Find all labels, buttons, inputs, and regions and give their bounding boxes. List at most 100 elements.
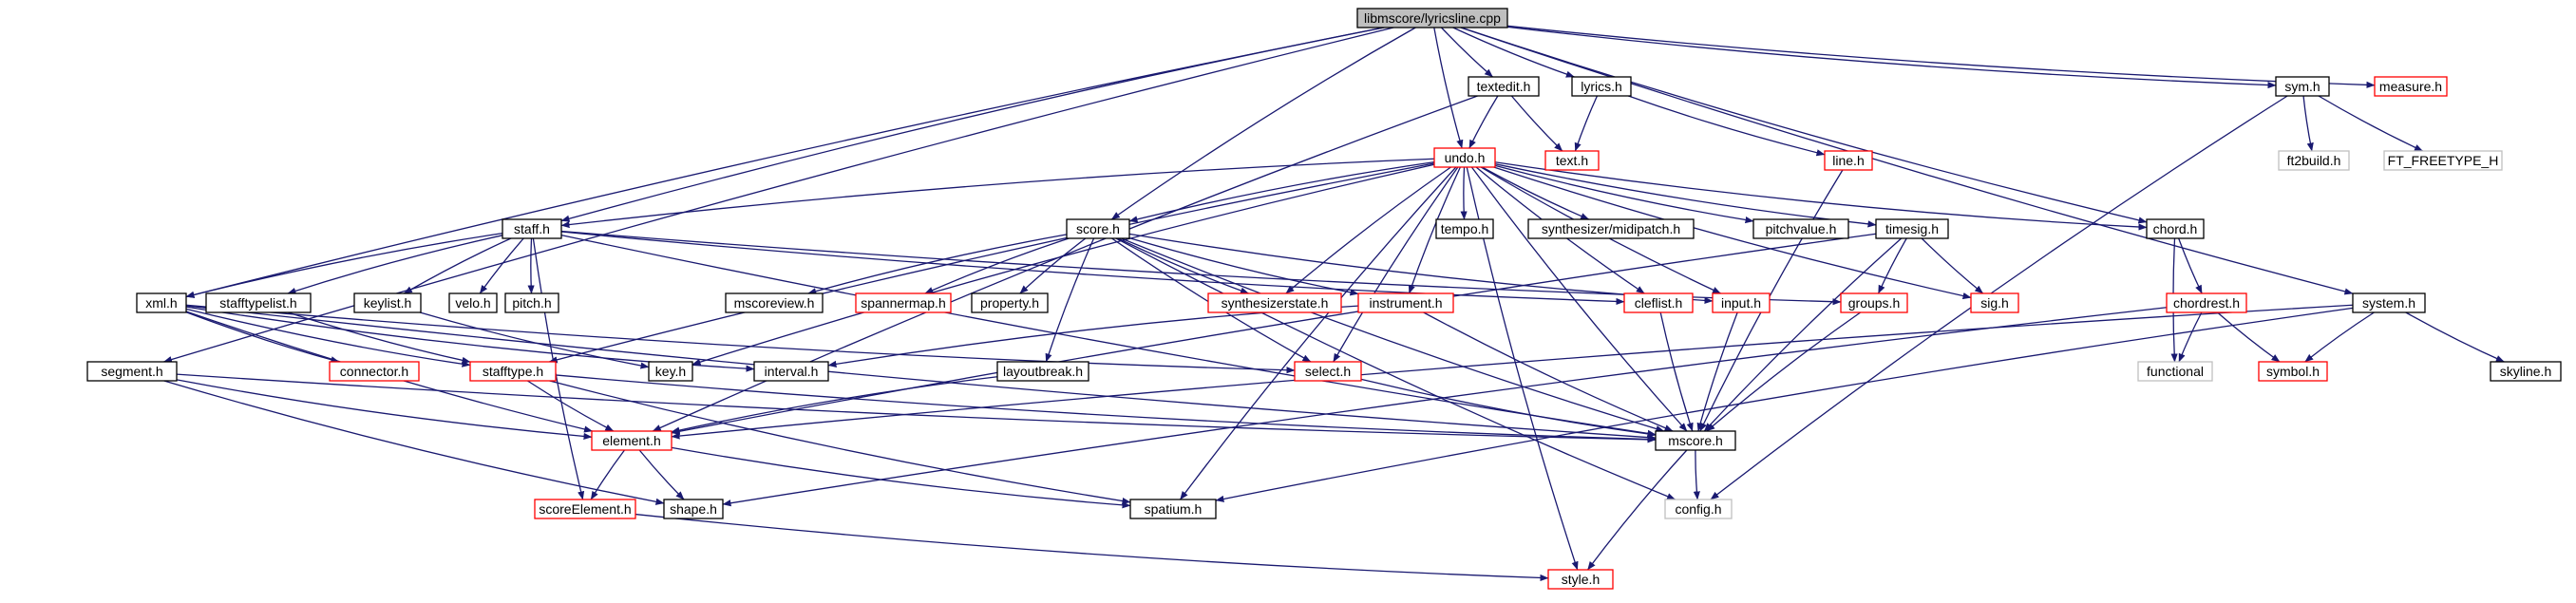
node-stafftype[interactable]: stafftype.h xyxy=(469,361,557,382)
node-label-segment: segment.h xyxy=(101,364,162,379)
node-box-lyrics xyxy=(1571,76,1632,97)
node-chordrest[interactable]: chordrest.h xyxy=(2166,292,2247,313)
node-box-element xyxy=(591,430,672,451)
node-spannermap[interactable]: spannermap.h xyxy=(855,292,952,313)
edge-undo-to-midipatch xyxy=(1481,166,1590,220)
node-symbol[interactable]: symbol.h xyxy=(2258,361,2328,382)
node-select[interactable]: select.h xyxy=(1294,361,1362,382)
edge-instrument-to-mscore xyxy=(1423,311,1674,432)
node-tempo[interactable]: tempo.h xyxy=(1435,218,1494,239)
edge-lyricsline-to-system xyxy=(1460,27,2354,295)
edge-staff-to-pitch xyxy=(527,237,535,294)
node-segment[interactable]: segment.h xyxy=(86,361,178,382)
node-input[interactable]: input.h xyxy=(1712,292,1771,313)
node-element[interactable]: element.h xyxy=(591,430,672,451)
node-label-scoreelement: scoreElement.h xyxy=(539,501,631,517)
node-box-connector xyxy=(329,361,420,382)
node-system[interactable]: system.h xyxy=(2352,292,2426,313)
node-label-config: config.h xyxy=(1675,501,1721,517)
node-box-mscoreview xyxy=(725,292,824,313)
edge-staff-to-mscore xyxy=(560,234,1657,437)
edge-lyricsline-to-xml xyxy=(185,27,1385,298)
node-text[interactable]: text.h xyxy=(1544,150,1600,171)
node-xml[interactable]: xml.h xyxy=(136,292,187,313)
node-layoutbreak[interactable]: layoutbreak.h xyxy=(996,361,1089,382)
node-box-skyline xyxy=(2490,361,2562,382)
edge-staff-to-stafftypelist xyxy=(287,235,503,294)
node-functional[interactable]: functional xyxy=(2137,361,2213,382)
edge-chordrest-to-shape xyxy=(722,307,2168,507)
node-lyricsline[interactable]: libmscore/lyricsline.cpp xyxy=(1356,8,1508,28)
node-velo[interactable]: velo.h xyxy=(448,292,498,313)
node-pitchvalue[interactable]: pitchvalue.h xyxy=(1752,218,1849,239)
node-scoreelement[interactable]: scoreElement.h xyxy=(534,499,636,519)
node-box-text xyxy=(1544,150,1600,171)
node-label-instrument: instrument.h xyxy=(1369,295,1442,311)
node-lyrics[interactable]: lyrics.h xyxy=(1571,76,1632,97)
node-label-pitch: pitch.h xyxy=(512,295,551,311)
node-midipatch[interactable]: synthesizer/midipatch.h xyxy=(1527,218,1695,239)
node-box-stafftype xyxy=(469,361,557,382)
node-style[interactable]: style.h xyxy=(1547,569,1614,590)
node-stafftypelist[interactable]: stafftypelist.h xyxy=(205,292,312,313)
node-mscoreview[interactable]: mscoreview.h xyxy=(725,292,824,313)
node-label-spannermap: spannermap.h xyxy=(861,295,946,311)
node-textedit[interactable]: textedit.h xyxy=(1468,76,1540,97)
node-label-pitchvalue: pitchvalue.h xyxy=(1766,221,1837,236)
node-label-chord: chord.h xyxy=(2153,221,2198,236)
node-box-shape xyxy=(663,499,724,519)
node-connector[interactable]: connector.h xyxy=(329,361,420,382)
edge-score-to-synthesizerstate xyxy=(1117,237,1249,294)
edge-groups-to-mscore xyxy=(1706,311,1862,432)
edge-score-to-mscore xyxy=(1121,237,1665,432)
node-label-ft2build: ft2build.h xyxy=(2287,153,2341,168)
node-undo[interactable]: undo.h xyxy=(1433,147,1496,168)
node-label-undo: undo.h xyxy=(1445,150,1486,165)
node-cleflist[interactable]: cleflist.h xyxy=(1623,292,1694,313)
node-staff[interactable]: staff.h xyxy=(502,218,562,239)
node-sym[interactable]: sym.h xyxy=(2275,76,2330,97)
node-spatium[interactable]: spatium.h xyxy=(1129,499,1217,519)
node-line[interactable]: line.h xyxy=(1824,150,1873,171)
node-box-line xyxy=(1824,150,1873,171)
node-instrument[interactable]: instrument.h xyxy=(1357,292,1454,313)
node-box-midipatch xyxy=(1527,218,1695,239)
node-synthesizerstate[interactable]: synthesizerstate.h xyxy=(1207,292,1342,313)
edge-undo-to-stafftype xyxy=(548,162,1435,364)
node-ft_freetype[interactable]: FT_FREETYPE_H xyxy=(2383,150,2503,171)
edge-chord-to-chordrest xyxy=(2178,237,2203,294)
node-label-skyline: skyline.h xyxy=(2500,364,2551,379)
node-key[interactable]: key.h xyxy=(648,361,693,382)
node-sig[interactable]: sig.h xyxy=(1970,292,2019,313)
node-score[interactable]: score.h xyxy=(1066,218,1130,239)
node-box-pitch xyxy=(504,292,559,313)
node-label-sig: sig.h xyxy=(1980,295,2009,311)
node-box-config xyxy=(1664,499,1733,519)
node-label-midipatch: synthesizer/midipatch.h xyxy=(1542,221,1680,236)
node-interval[interactable]: interval.h xyxy=(753,361,829,382)
node-pitch[interactable]: pitch.h xyxy=(504,292,559,313)
node-config[interactable]: config.h xyxy=(1664,499,1733,519)
node-keylist[interactable]: keylist.h xyxy=(353,292,422,313)
node-label-stafftypelist: stafftypelist.h xyxy=(219,295,296,311)
node-skyline[interactable]: skyline.h xyxy=(2490,361,2562,382)
file-nodes: libmscore/lyricsline.cpp textedit.h lyrics… xyxy=(86,8,2562,590)
node-ft2build[interactable]: ft2build.h xyxy=(2278,150,2350,171)
node-mscore[interactable]: mscore.h xyxy=(1655,430,1736,451)
node-label-timesig: timesig.h xyxy=(1885,221,1939,236)
node-groups[interactable]: groups.h xyxy=(1840,292,1908,313)
edge-select-to-mscore xyxy=(1360,378,1657,438)
node-measure[interactable]: measure.h xyxy=(2374,76,2448,97)
node-property[interactable]: property.h xyxy=(971,292,1049,313)
edge-timesig-to-element xyxy=(671,233,1877,435)
edge-score-to-layoutbreak xyxy=(1045,237,1095,363)
node-box-select xyxy=(1294,361,1362,382)
edge-segment-to-shape xyxy=(163,380,665,505)
edge-lyricsline-to-lyrics xyxy=(1452,27,1575,78)
edge-stafftype-to-mscore xyxy=(555,374,1657,443)
node-chord[interactable]: chord.h xyxy=(2146,218,2205,239)
node-shape[interactable]: shape.h xyxy=(663,499,724,519)
node-label-keylist: keylist.h xyxy=(364,295,412,311)
node-timesig[interactable]: timesig.h xyxy=(1875,218,1949,239)
node-label-system: system.h xyxy=(2362,295,2415,311)
